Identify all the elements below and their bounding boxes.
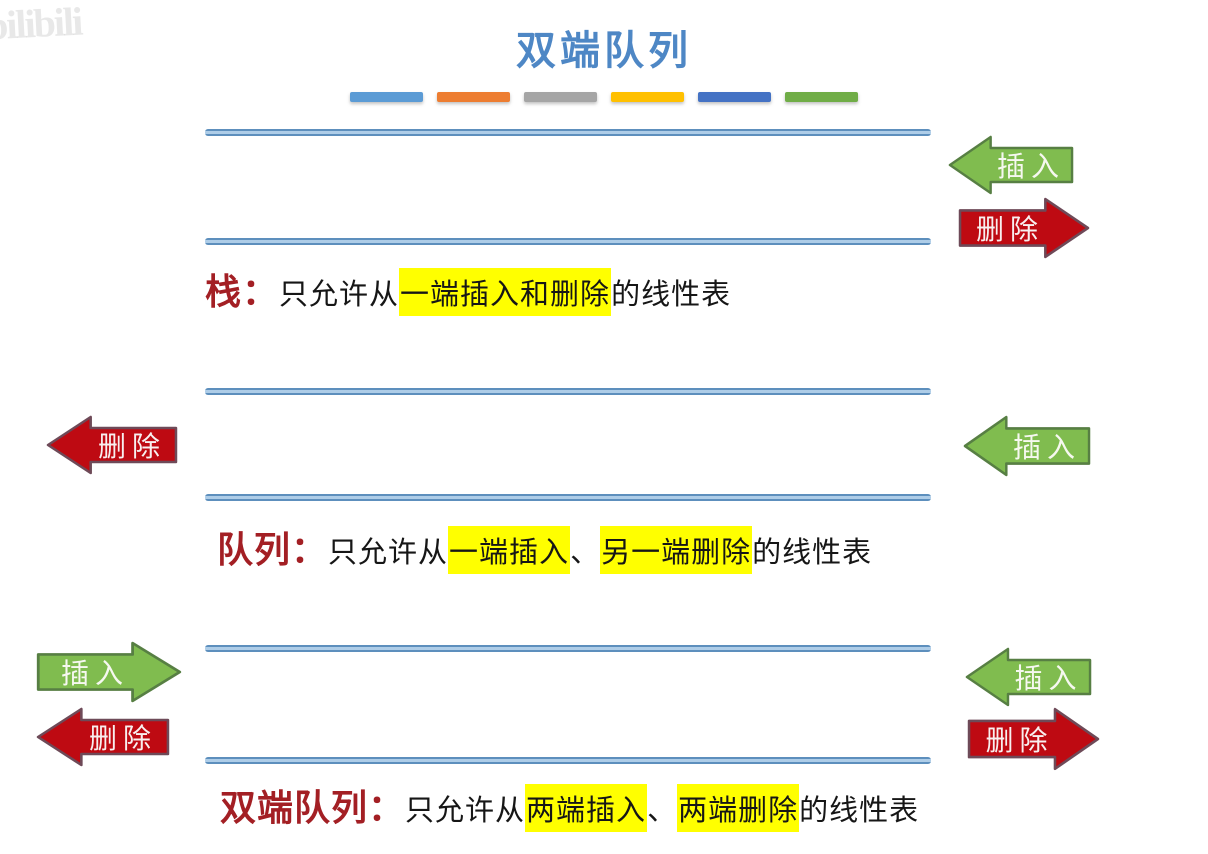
- queue-caption: 队列： 只允许从一端插入、另一端删除的线性表: [217, 521, 872, 574]
- arrow-left-icon: [965, 647, 1092, 707]
- queue-bottom-line: [205, 494, 931, 501]
- queue-colon: ：: [291, 530, 329, 570]
- arrow-right-icon: [967, 707, 1100, 771]
- queue-insert-arrow: 插入: [963, 414, 1091, 478]
- insert-arrow-label: 插入: [1012, 433, 1081, 464]
- caption-text: 只允许从: [328, 537, 449, 569]
- queue-top-line: [205, 388, 931, 395]
- insert-arrow-label: 插入: [996, 152, 1065, 183]
- caption-text: 的线性表: [611, 279, 732, 311]
- arrow-left-icon: [948, 135, 1074, 195]
- caption-highlight: 另一端删除: [600, 526, 753, 574]
- dash: [698, 92, 771, 102]
- caption-text: 、: [647, 795, 678, 827]
- caption-text: 的线性表: [799, 795, 920, 827]
- deque-insert-right-arrow: 插入: [965, 646, 1092, 708]
- arrow-left-icon: [36, 707, 170, 767]
- arrow-left-icon: [963, 415, 1091, 477]
- caption-text: 只允许从: [279, 279, 400, 311]
- caption-highlight: 一端插入: [448, 526, 571, 574]
- deque-delete-right-arrow: 删除: [967, 706, 1100, 772]
- dash: [785, 92, 858, 102]
- arrow-left-icon: [46, 415, 178, 475]
- stack-colon: ：: [242, 272, 280, 312]
- caption-text: 只允许从: [405, 795, 526, 827]
- dash: [350, 92, 423, 102]
- stack-delete-arrow: 删除: [958, 196, 1090, 260]
- delete-arrow-label: 删除: [985, 726, 1054, 757]
- deque-caption: 双端队列： 只允许从两端插入、两端删除的线性表: [220, 779, 919, 832]
- divider-dashes: [0, 92, 1208, 102]
- delete-arrow-label: 删除: [97, 432, 166, 463]
- stack-insert-arrow: 插入: [948, 134, 1074, 196]
- insert-arrow-label: 插入: [60, 659, 129, 690]
- dash: [524, 92, 597, 102]
- stack-caption: 栈： 只允许从一端插入和删除的线性表: [205, 263, 731, 316]
- deque-term: 双端队列: [220, 788, 369, 828]
- caption-highlight: 一端插入和删除: [399, 268, 612, 316]
- deque-insert-left-arrow: 插入: [36, 640, 182, 704]
- deque-colon: ：: [368, 788, 406, 828]
- dash: [611, 92, 684, 102]
- caption-highlight: 两端删除: [677, 784, 800, 832]
- stack-top-line: [205, 129, 931, 136]
- stack-term: 栈: [205, 272, 243, 312]
- deque-top-line: [205, 645, 931, 652]
- caption-text: 的线性表: [752, 537, 873, 569]
- deque-delete-left-arrow: 删除: [36, 706, 170, 768]
- deque-bottom-line: [205, 757, 931, 764]
- insert-arrow-label: 插入: [1014, 664, 1083, 695]
- arrow-right-icon: [36, 641, 182, 703]
- dash: [437, 92, 510, 102]
- stack-bottom-line: [205, 238, 931, 245]
- arrow-right-icon: [958, 197, 1090, 259]
- slide-title: 双端队列: [516, 28, 692, 73]
- delete-arrow-label: 删除: [975, 215, 1044, 246]
- queue-delete-arrow: 删除: [46, 414, 178, 476]
- delete-arrow-label: 删除: [88, 724, 157, 755]
- caption-text: 、: [570, 537, 601, 569]
- queue-term: 队列: [217, 530, 292, 570]
- caption-highlight: 两端插入: [525, 784, 648, 832]
